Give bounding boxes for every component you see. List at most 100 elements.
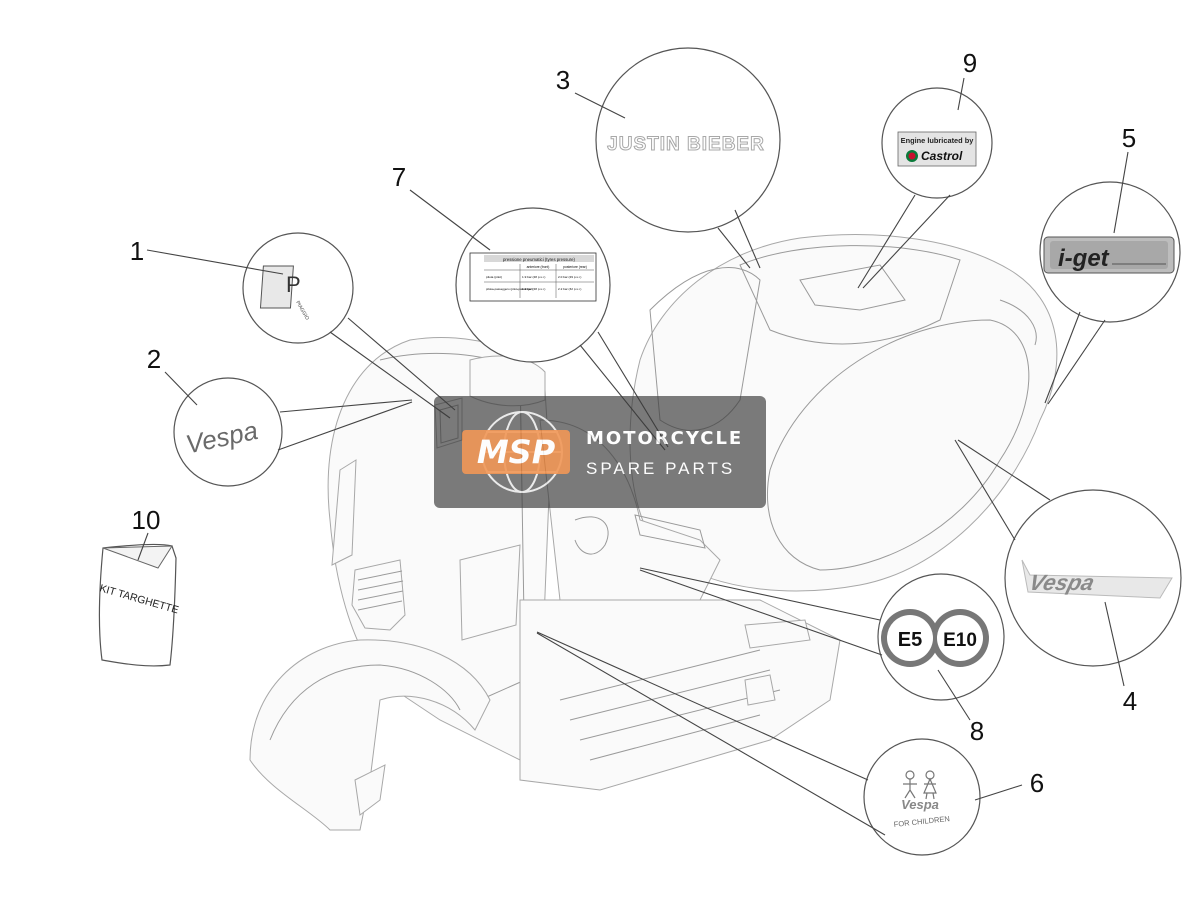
leader-8c [639,569,883,656]
callout-number-3: 3 [556,65,570,95]
callout-9: Engine lubricated by Castrol [881,87,993,199]
leader-9c [862,194,951,289]
leader-1b [329,331,451,419]
leader-4a [1104,601,1125,687]
leader-2b [279,399,413,413]
callout-number-7: 7 [392,162,406,192]
justin-bieber-signature: JUSTIN BIEBER [607,134,765,155]
tyre-row-pilot: pilota (pilot) [486,275,502,279]
leader-5a [1113,151,1129,234]
leader-5c [1047,319,1106,405]
kit-targhette-bag: KIT TARGHETTE [98,543,180,667]
glovebox-slot [634,514,706,549]
castrol-brand: Castrol [921,149,963,163]
tyre-front-heading: anteriore (front) [527,265,550,269]
vespa-small-text: Vespa [901,797,939,812]
helmet-compartment [799,264,906,311]
side-cowl-line [766,319,1030,571]
callout-number-2: 2 [147,344,161,374]
callout-7: pressione pneumatici (tyres pressure) an… [455,207,611,363]
svg-text:P: P [286,272,301,297]
callout-1: P PIAGGIO [242,232,354,344]
tyre-value-3: 1.9 bar (28 p.s.i.) [522,287,545,291]
tyre-value-4: 2.2 bar (32 p.s.i.) [558,287,581,291]
leader-6c [536,632,886,836]
callout-1-circle [242,232,354,344]
msp-watermark: MSP MOTORCYCLE SPARE PARTS [434,396,766,508]
leader-8a [937,669,971,721]
callout-2-circle [173,377,283,487]
callout-number-6: 6 [1030,768,1044,798]
mudguard-inner [269,664,461,741]
leader-6b [536,631,869,781]
leader-9a [957,77,965,111]
horn-grille-bars [357,570,404,611]
tyre-sticker-title: pressione pneumatici (tyres pressure) [503,257,575,262]
msp-logo-box [462,430,570,474]
fuel-compatibility-badge: E5 E10 [881,609,989,667]
msp-logo-text: MSP [477,433,556,471]
leader-10 [137,532,149,561]
leader-4b [954,439,1016,541]
leader-3c [734,209,761,269]
callout-3-circle [595,47,781,233]
castrol-sticker: Engine lubricated by Castrol [897,131,977,167]
floor-ribs [559,649,781,761]
left-indicator [331,459,357,566]
front-mudguard [249,639,491,831]
watermark-line-2: SPARE PARTS [586,459,735,478]
leader-2a [164,371,198,406]
tyre-row-passenger: pilota+passeggero (pilot+passenger) [486,287,533,291]
leader-1c [347,317,456,411]
children-figures-icon [903,770,937,800]
passenger-footrest [744,619,811,649]
i-get-badge: i-get [1043,236,1175,274]
leader-2c [277,401,413,451]
leader-3a [574,92,626,119]
callout-number-8: 8 [970,716,984,746]
vespa-chrome-text: Vespa [1027,570,1098,595]
leader-9b [857,194,916,289]
stand-foot [744,674,776,706]
leader-lines [137,77,1129,836]
vespa-chrome-badge: Vespa [1021,559,1173,599]
leader-4c [957,439,1051,501]
callout-3: JUSTIN BIEBER [595,47,781,233]
tyre-pressure-sticker: pressione pneumatici (tyres pressure) an… [469,252,597,302]
callout-5: i-get [1039,181,1181,323]
floorboard [519,599,841,791]
castrol-tagline: Engine lubricated by [901,136,975,145]
callout-number-4: 4 [1123,686,1137,716]
callout-8: E5 E10 [877,573,1005,701]
e5-label: E5 [898,629,922,651]
callout-6: Vespa FOR CHILDREN [863,738,981,856]
leader-7a [409,189,491,251]
rear-edge [999,299,1037,346]
callout-number-10: 10 [132,505,161,535]
hook [574,516,609,555]
callout-number-9: 9 [963,48,977,78]
right-indicator [459,544,521,641]
i-get-logo-text: i-get [1058,245,1110,272]
leader-1a [146,249,284,275]
tyre-rear-heading: posteriore (rear) [563,265,587,269]
callout-2: Vespa [173,377,283,487]
seat-bay [739,245,961,345]
callout-number-1: 1 [130,236,144,266]
e10-label: E10 [943,630,977,651]
callout-6-circle [863,738,981,856]
callout-number-5: 5 [1122,123,1136,153]
leader-6a [974,784,1023,801]
callout-numbers: 1 2 3 4 5 6 7 8 9 10 [130,48,1137,798]
tyre-value-2: 2.0 bar (29 p.s.i.) [558,275,581,279]
tyre-value-1: 1.9 bar (28 p.s.i.) [522,275,545,279]
leader-3b [717,227,751,269]
horn-grille [351,559,406,631]
callout-4: Vespa [1004,489,1182,667]
watermark-panel [434,396,766,508]
leader-5b [1044,311,1081,404]
watermark-line-1: MOTORCYCLE [586,428,743,449]
leader-8b [639,567,881,621]
mudguard-crest [354,764,386,816]
